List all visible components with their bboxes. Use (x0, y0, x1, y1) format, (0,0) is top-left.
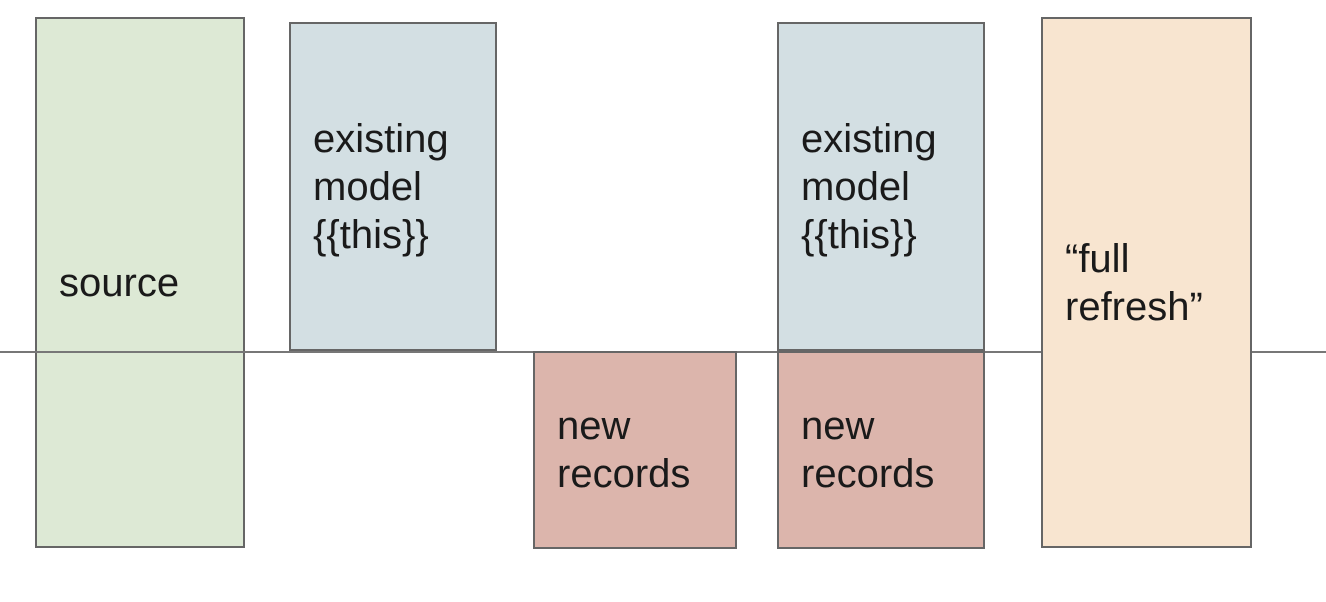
new-records-box-2-label: new records (801, 404, 935, 496)
existing-model-box-1-label: existing model {{this}} (313, 116, 449, 257)
new-records-box-1-label: new records (557, 404, 691, 496)
existing-model-box-1: existing model {{this}} (289, 22, 497, 351)
existing-model-box-2-label: existing model {{this}} (801, 116, 937, 257)
full-refresh-box-label: “full refresh” (1065, 236, 1203, 329)
new-records-box-2: new records (777, 351, 985, 549)
source-box-label: source (59, 260, 180, 305)
source-box: source (35, 17, 245, 548)
full-refresh-box: “full refresh” (1041, 17, 1252, 548)
new-records-box-1: new records (533, 351, 737, 549)
existing-model-box-2: existing model {{this}} (777, 22, 985, 351)
